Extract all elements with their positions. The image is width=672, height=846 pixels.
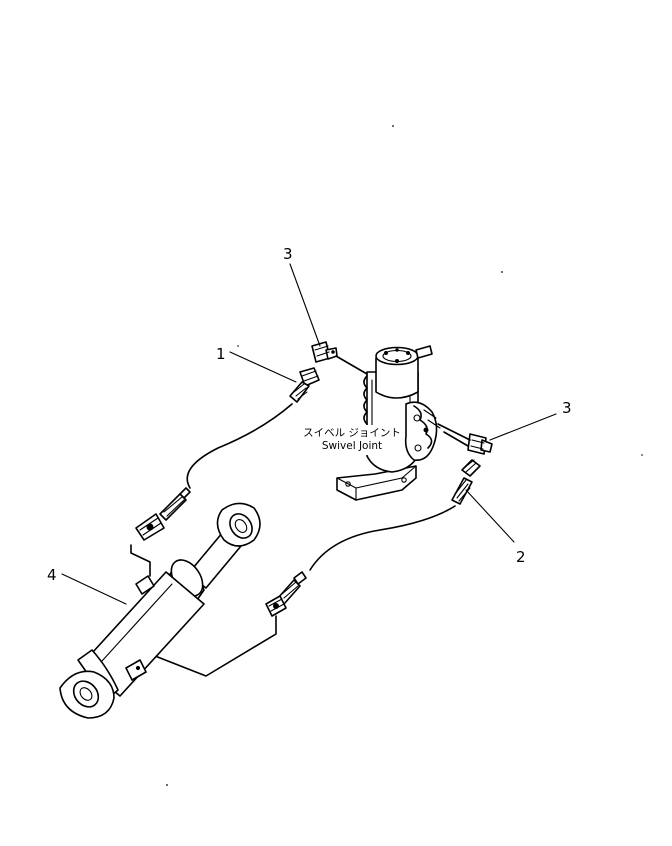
elbow-fitting-top	[311, 341, 368, 375]
callout-4: 4	[47, 566, 57, 584]
callout-3-right: 3	[562, 399, 572, 417]
swivel-joint-label-en: Swivel Joint	[322, 440, 382, 452]
scan-specks	[166, 125, 643, 786]
hose-assembly-1	[130, 367, 320, 577]
hose-assembly-2	[149, 459, 481, 677]
hydraulic-cylinder	[59, 502, 261, 719]
callout-2: 2	[516, 548, 526, 566]
swivel-joint-label-jp: スイベル ジョイント	[303, 427, 401, 439]
swivel-joint-body	[336, 345, 441, 501]
leader-lines	[61, 263, 557, 605]
callout-1: 1	[216, 345, 226, 363]
callout-3-top: 3	[283, 245, 293, 263]
elbow-fitting-right	[437, 423, 493, 455]
